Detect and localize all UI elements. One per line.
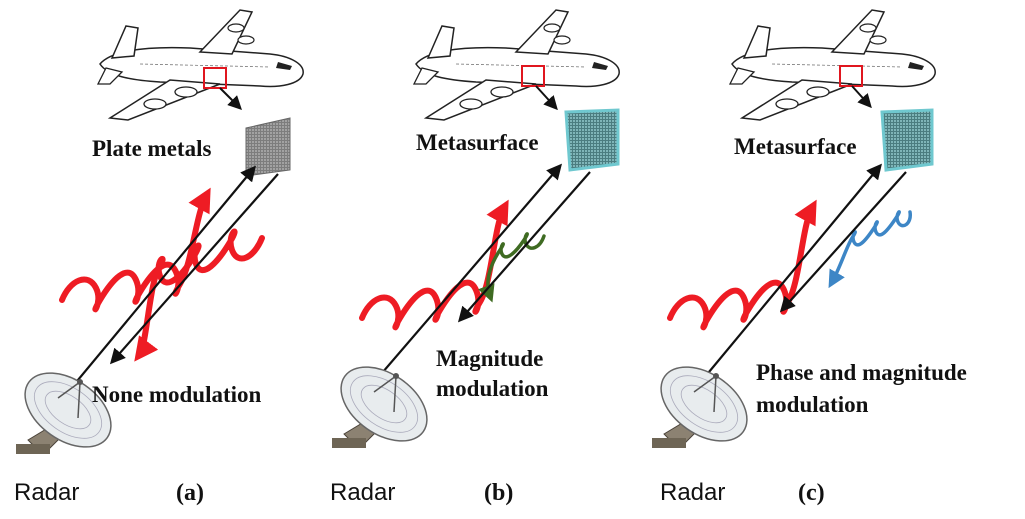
panel-b: Metasurface Magnitude modulation Radar (… bbox=[326, 9, 620, 506]
panel-label: (b) bbox=[484, 480, 513, 506]
panel-label: (c) bbox=[798, 480, 825, 506]
zoom-arrow bbox=[535, 85, 558, 111]
modulation-label-line1: Phase and magnitude bbox=[756, 360, 967, 385]
zoom-arrow bbox=[851, 85, 872, 109]
surface-label: Metasurface bbox=[416, 130, 539, 155]
metasurface-tile bbox=[564, 108, 620, 172]
surface-label: Metasurface bbox=[734, 134, 857, 159]
highlight-box bbox=[203, 67, 227, 89]
panel-a: Plate metals None modulation Radar (a) bbox=[10, 9, 304, 506]
reflected-wave bbox=[828, 210, 912, 289]
reflected-wave bbox=[134, 228, 265, 362]
reflected-arrow bbox=[109, 173, 279, 365]
airplane-icon bbox=[97, 9, 304, 121]
radar-dish-icon bbox=[646, 351, 762, 457]
radar-label: Radar bbox=[660, 479, 725, 506]
radar-label: Radar bbox=[330, 479, 395, 506]
radar-dish-icon bbox=[10, 357, 126, 463]
reflected-arrow bbox=[779, 171, 907, 313]
modulation-label: None modulation bbox=[92, 382, 262, 407]
incident-arrow bbox=[67, 165, 256, 393]
zoom-arrow bbox=[219, 87, 242, 110]
incident-arrow bbox=[703, 163, 882, 379]
modulation-label-line2: modulation bbox=[436, 376, 549, 401]
radar-label: Radar bbox=[14, 479, 79, 506]
surface-label: Plate metals bbox=[92, 136, 211, 161]
reflected-arrow bbox=[457, 171, 591, 323]
highlight-box bbox=[521, 65, 545, 87]
incident-arrow bbox=[375, 163, 563, 381]
airplane-icon bbox=[413, 9, 620, 121]
metasurface-tile bbox=[880, 108, 934, 172]
incident-wave bbox=[667, 199, 817, 331]
radar-dish-icon bbox=[326, 351, 442, 457]
reflected-wave bbox=[478, 232, 546, 303]
modulation-label-line2: modulation bbox=[756, 392, 869, 417]
panel-c: Metasurface Phase and magnitude modulati… bbox=[646, 9, 967, 506]
airplane-icon bbox=[729, 9, 936, 121]
plate-metal-tile bbox=[245, 117, 291, 177]
incident-wave bbox=[359, 199, 509, 331]
highlight-box bbox=[839, 65, 863, 87]
modulation-label-line1: Magnitude bbox=[436, 346, 543, 371]
panel-label: (a) bbox=[176, 480, 204, 506]
